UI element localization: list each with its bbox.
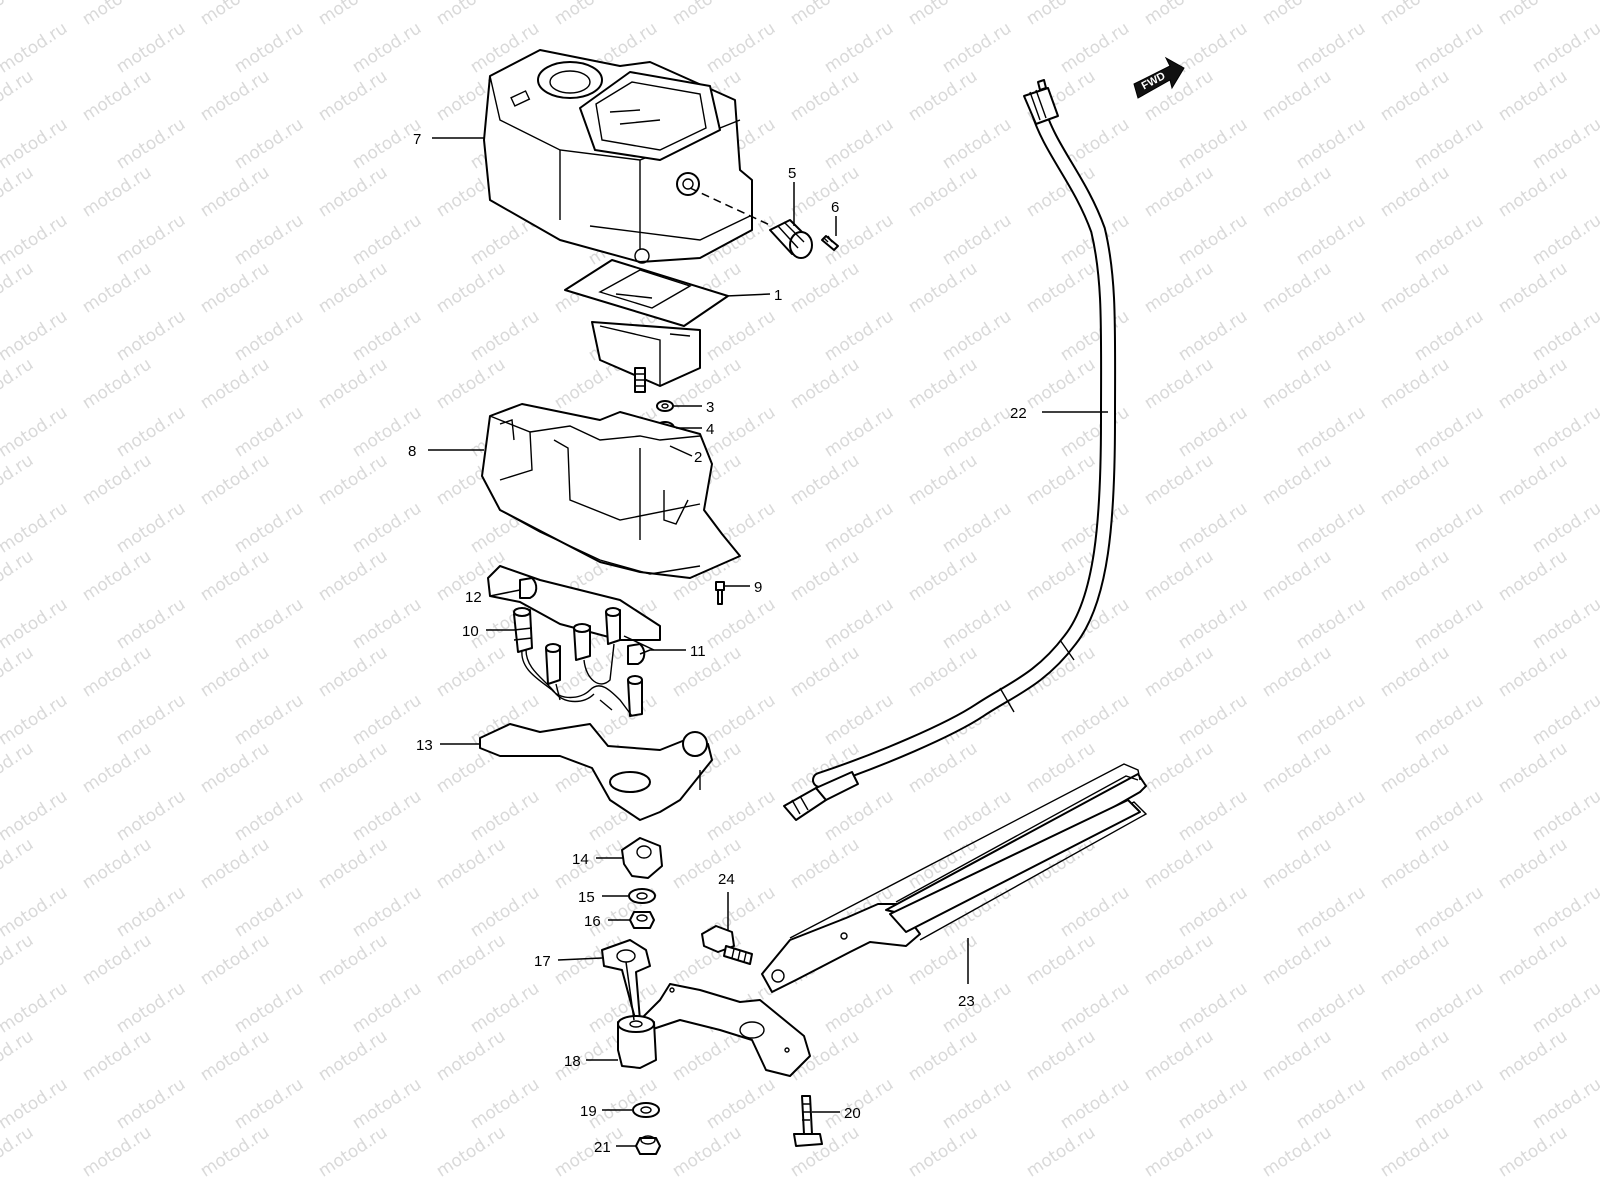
callout-21: 21	[594, 1139, 611, 1156]
callout-23: 23	[958, 993, 975, 1010]
callout-24: 24	[718, 871, 735, 888]
part-bulb-socket-e	[627, 675, 643, 717]
part-24-bolt	[701, 925, 753, 965]
part-3-washer	[656, 400, 674, 412]
part-7-meter-cover	[483, 49, 753, 263]
part-1-speedometer	[564, 248, 729, 393]
callout-6: 6	[831, 199, 839, 216]
part-23-clamp-band	[761, 763, 1148, 993]
callout-7: 7	[413, 131, 421, 148]
callout-17: 17	[534, 953, 551, 970]
callout-3: 3	[706, 399, 714, 416]
callout-1: 1	[774, 287, 782, 304]
callout-19: 19	[580, 1103, 597, 1120]
callout-5: 5	[788, 165, 796, 182]
part-13-bulb-bracket	[479, 565, 713, 821]
callout-13: 13	[416, 737, 433, 754]
fwd-arrow-badge: FWD	[1133, 56, 1185, 99]
part-5-adapter	[689, 187, 813, 259]
part-10-bulb-socket	[513, 607, 533, 653]
leader-lines	[428, 137, 1108, 1147]
callout-18: 18	[564, 1053, 581, 1070]
part-bulb-socket-b	[573, 623, 591, 661]
part-22-speedometer-cable	[783, 79, 1117, 821]
callout-11: 11	[690, 643, 706, 660]
callout-2: 2	[694, 449, 702, 466]
part-bulb-socket-c	[605, 607, 621, 645]
part-bulb-socket-d	[545, 643, 561, 685]
part-12-bulb	[519, 577, 538, 599]
callout-10: 10	[462, 623, 479, 640]
part-16-nut	[629, 911, 655, 929]
part-9-screw	[715, 581, 725, 605]
callout-12: 12	[465, 589, 482, 606]
callout-15: 15	[578, 889, 595, 906]
part-14-rubber-mount	[621, 837, 663, 879]
callout-numbers: 7 1 5 6 3 4 2 8 9 10 12 11 13 14 15 16 1…	[408, 131, 1027, 1156]
part-19-washer	[632, 1102, 660, 1118]
callout-22: 22	[1010, 405, 1027, 422]
callout-16: 16	[584, 913, 601, 930]
callout-4: 4	[706, 421, 714, 438]
part-21-nut	[635, 1135, 661, 1155]
callout-14: 14	[572, 851, 589, 868]
callout-20: 20	[844, 1105, 861, 1122]
part-6-screw	[821, 235, 839, 251]
part-8-meter-case	[481, 403, 741, 579]
part-18-cushion	[617, 1015, 657, 1069]
callout-8: 8	[408, 443, 416, 460]
part-15-washer	[628, 888, 656, 904]
callout-9: 9	[754, 579, 762, 596]
wiring-harness	[521, 643, 633, 717]
part-20-bolt	[793, 1095, 823, 1147]
